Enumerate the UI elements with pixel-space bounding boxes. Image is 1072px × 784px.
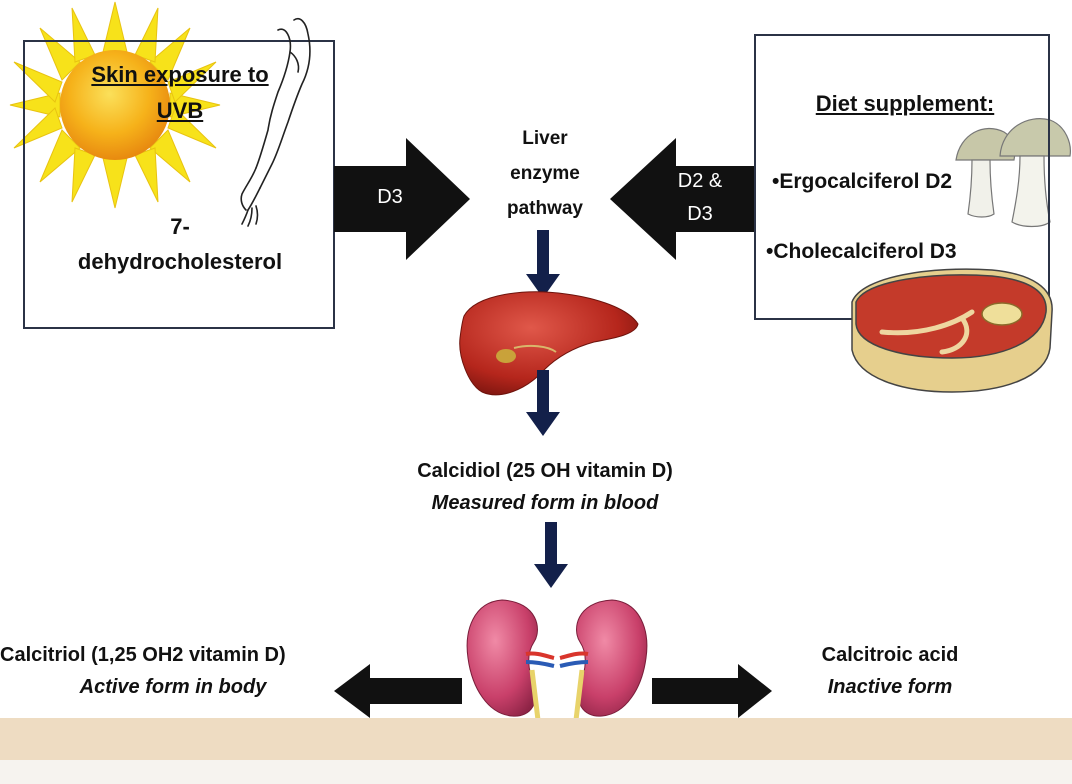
floor-shadow — [0, 760, 1072, 784]
d2-d3-arrow-label-line2: D3 — [687, 203, 713, 225]
calcitroic-note: Inactive form — [827, 676, 953, 698]
liver-pathway-line2: enzyme — [510, 163, 580, 184]
calcitroic-arrow — [652, 664, 772, 718]
mushroom-icon — [955, 118, 1071, 228]
floor-strip — [0, 718, 1072, 760]
sun-icon — [9, 1, 221, 209]
calcitriol-note: Active form in body — [79, 676, 267, 698]
liver-to-calcidiol-arrow — [526, 370, 560, 436]
d3-arrow — [334, 138, 470, 260]
liver-pathway-line1: Liver — [522, 128, 568, 149]
liver-pathway-line3: pathway — [506, 198, 584, 219]
skin-box-title: Skin exposure to — [91, 62, 269, 87]
arm-icon — [240, 18, 311, 227]
calcidiol-to-kidney-arrow — [534, 522, 568, 588]
skin-box-title-uvb: UVB — [156, 98, 204, 123]
calcitriol-name: Calcitriol (1,25 OH2 vitamin D) — [0, 644, 286, 666]
calcidiol-note: Measured form in blood — [431, 492, 659, 514]
steak-icon — [851, 268, 1053, 393]
d3-arrow-label: D3 — [377, 186, 403, 208]
calcitriol-arrow — [334, 664, 462, 718]
pathway-to-liver-arrow — [526, 230, 560, 298]
diet-box-title: Diet supplement: — [815, 91, 995, 116]
diet-item-ergocalciferol: •Ergocalciferol D2 — [772, 170, 953, 193]
kidneys-icon — [466, 599, 648, 720]
d2-d3-arrow — [610, 138, 756, 260]
diet-item-cholecalciferol: •Cholecalciferol D3 — [766, 240, 957, 263]
d2-d3-arrow-label-line1: D2 & — [677, 170, 723, 192]
calcidiol-name: Calcidiol (25 OH vitamin D) — [417, 460, 673, 482]
skin-box-compound-line1: 7- — [170, 214, 190, 239]
liver-icon — [459, 291, 639, 396]
calcitroic-name: Calcitroic acid — [821, 644, 959, 666]
skin-box-compound-line2: dehydrocholesterol — [77, 249, 283, 274]
